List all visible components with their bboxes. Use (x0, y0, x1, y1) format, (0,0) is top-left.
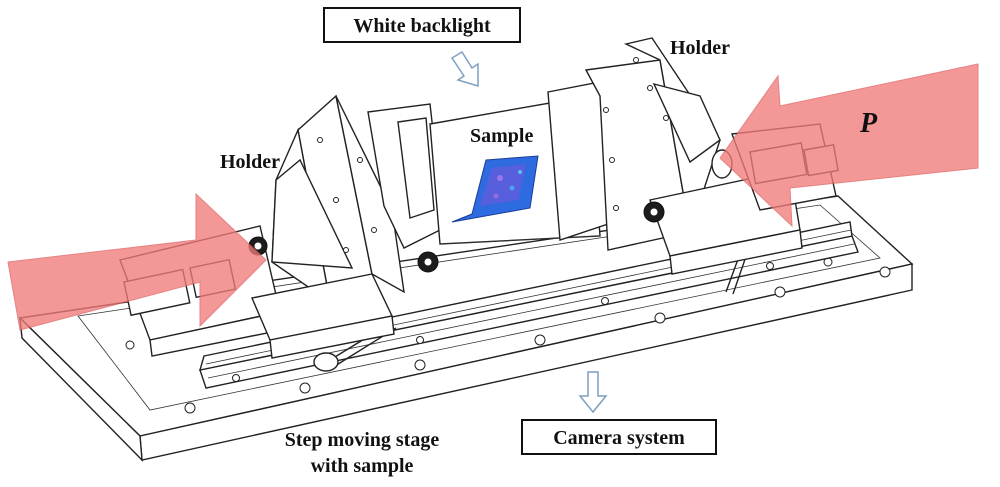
load-arrow-left (7, 192, 267, 331)
sample-label: Sample (470, 125, 533, 147)
load-arrow-right (719, 63, 979, 228)
camera-direction-arrow-icon (578, 371, 608, 414)
camera-system-label: Camera system (553, 427, 685, 449)
camera-system-box (521, 419, 717, 455)
backlight-direction-arrow-icon (450, 50, 479, 88)
stage-label-line1: Step moving stage (285, 429, 440, 451)
holder-right-label: Holder (670, 37, 730, 59)
left-holder (251, 94, 445, 359)
holder-left-label: Holder (220, 151, 280, 173)
force-label: P (859, 108, 878, 139)
sample-specimen (451, 155, 539, 223)
white-backlight-label: White backlight (353, 15, 491, 37)
stage-label-line2: with sample (311, 455, 414, 477)
white-backlight-box (323, 7, 521, 43)
